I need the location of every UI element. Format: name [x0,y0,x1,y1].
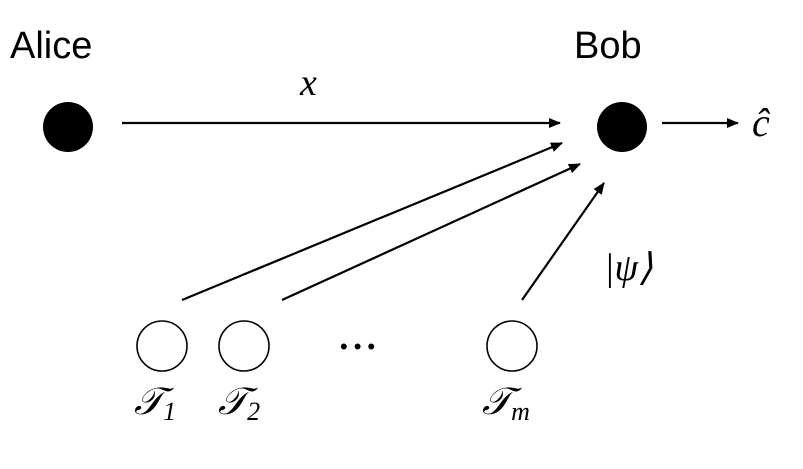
alice-label: Alice [10,25,92,67]
alice-node [43,102,93,152]
bob-label: Bob [574,25,642,67]
state-label: |ψ⟩ [604,247,653,289]
terminal-ellipsis: ••• [340,334,381,359]
terminal-m-arrow [521,182,605,301]
output-label: ĉ [752,100,771,145]
terminal-1-node [136,320,188,372]
terminal-1-arrow [181,141,563,302]
bob-node [597,102,647,152]
terminal-m-subscript: m [511,397,530,426]
terminal-1-label: 𝒯1 [134,381,176,426]
terminal-1-subscript: 1 [163,397,176,426]
terminal-2-node [218,320,270,372]
terminal-2-label: 𝒯2 [218,381,260,426]
terminal-2-subscript: 2 [247,397,260,426]
message-label: x [299,62,317,104]
terminal-2-arrow [281,162,581,302]
terminal-m-label: 𝒯m [482,381,530,426]
terminal-m-node [486,320,538,372]
